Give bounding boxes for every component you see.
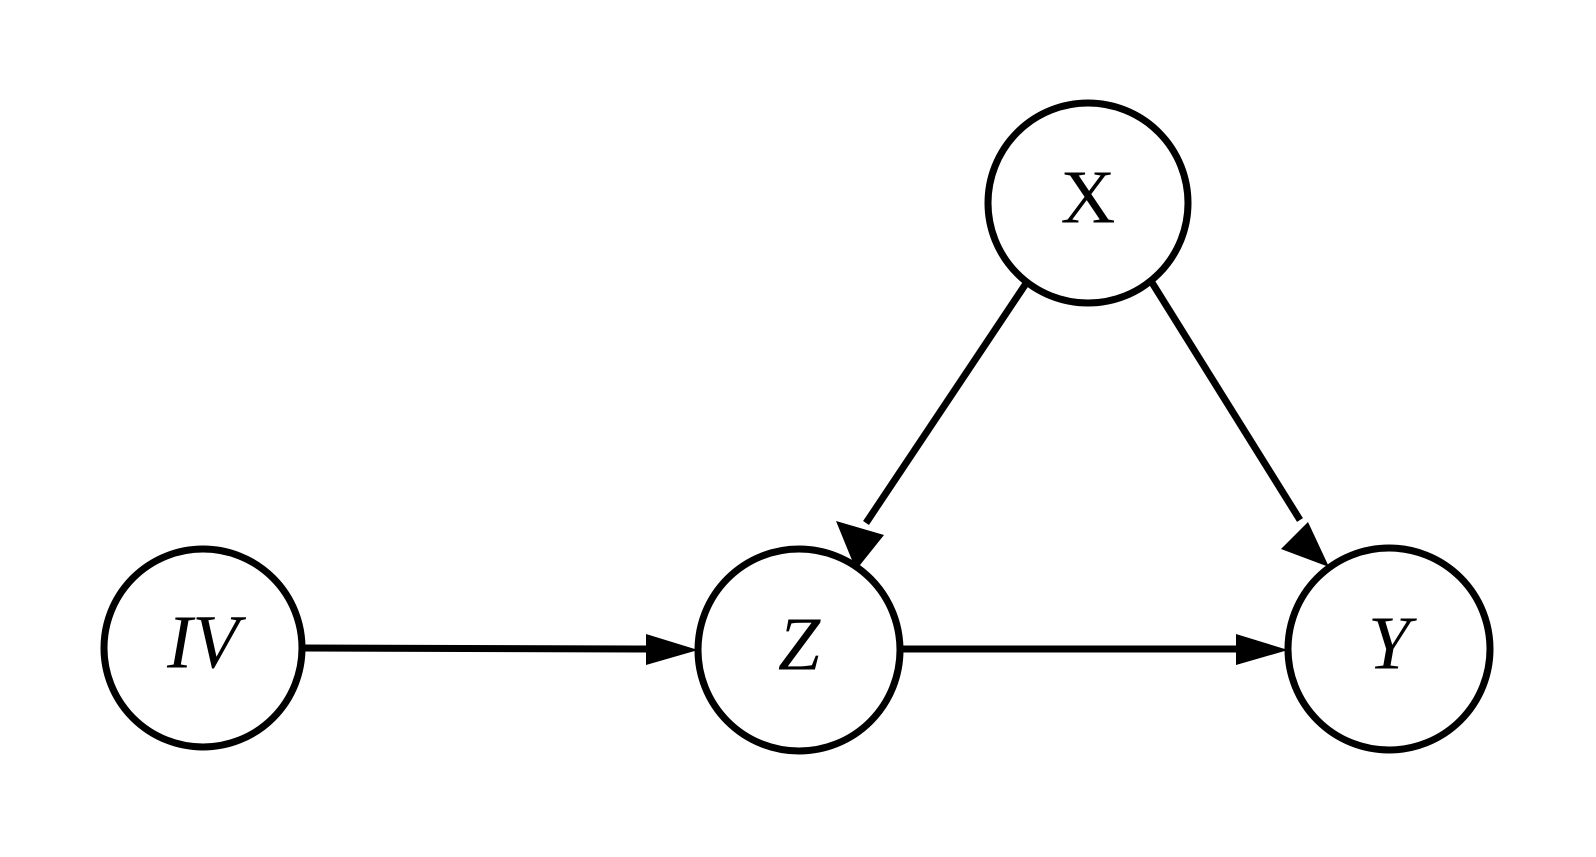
edge-iv-to-z[interactable]: [301, 634, 698, 665]
edge-x-to-z-line: [863, 280, 1030, 525]
edge-iv-to-z-arrowhead-icon: [646, 634, 698, 665]
node-iv[interactable]: IV: [100, 545, 306, 751]
node-y-circle: [1284, 544, 1494, 754]
edge-x-to-y[interactable]: [1148, 279, 1329, 567]
node-y-label: Y: [1368, 601, 1418, 685]
edge-x-to-z-arrowhead-icon: [836, 521, 884, 570]
edge-group: [301, 279, 1329, 665]
node-x-circle: [984, 99, 1192, 307]
node-iv-circle: [100, 545, 306, 751]
edge-z-to-y-arrowhead-icon: [1236, 634, 1288, 665]
edge-x-to-y-arrowhead-icon: [1281, 522, 1329, 567]
node-x-label: X: [1061, 155, 1116, 239]
node-y[interactable]: Y: [1284, 544, 1494, 754]
edge-x-to-z[interactable]: [836, 280, 1030, 570]
edge-x-to-y-line: [1148, 279, 1303, 522]
node-group: IV Z X Y: [100, 99, 1494, 755]
node-z-label: Z: [778, 602, 821, 686]
node-z-circle: [694, 545, 904, 755]
edge-iv-to-z-line: [301, 644, 653, 653]
node-iv-label: IV: [166, 600, 246, 684]
edge-z-to-y[interactable]: [900, 634, 1288, 665]
node-x[interactable]: X: [984, 99, 1192, 307]
node-z[interactable]: Z: [694, 545, 904, 755]
